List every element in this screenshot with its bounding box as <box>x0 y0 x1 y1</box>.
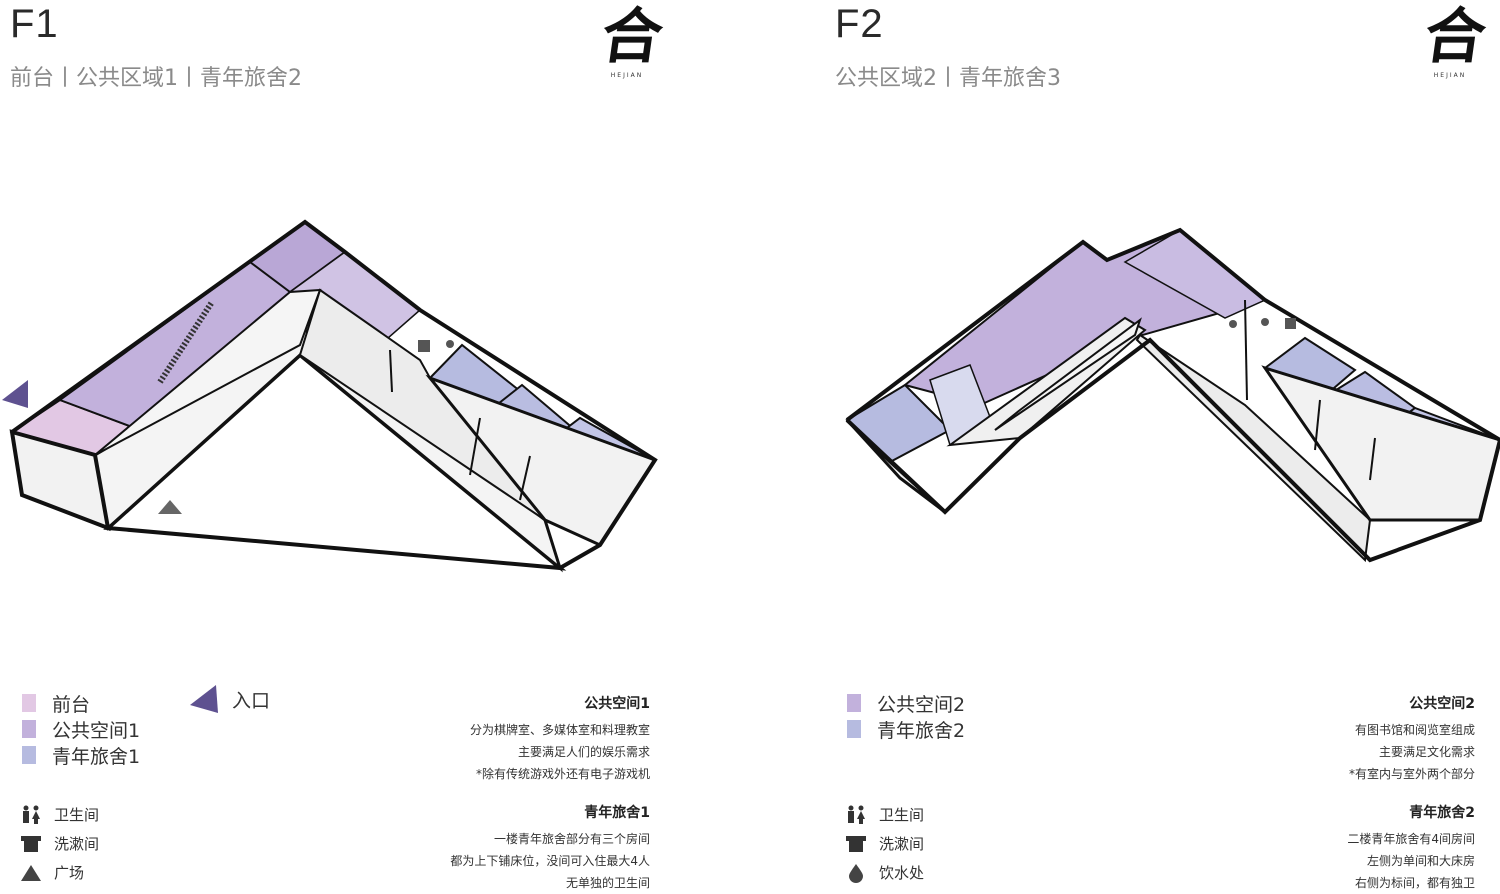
icon-legend-label: 卫生间 <box>54 806 100 824</box>
icon-legend-label: 洗漱间 <box>879 835 925 853</box>
desc-line: 主要满足文化需求 <box>1378 745 1475 759</box>
desc-title: 公共空间1 <box>584 696 650 712</box>
corridor-floor <box>946 316 1147 447</box>
washroom-icon <box>845 834 867 854</box>
icon-legend-label: 洗漱间 <box>54 835 100 853</box>
legend-label: 前台 <box>52 693 91 716</box>
entrance-label: 入口 <box>232 689 271 712</box>
plaza-icon <box>20 863 42 883</box>
legend-swatch <box>22 694 36 712</box>
washroom-marker <box>1285 318 1296 329</box>
outer-outline <box>845 227 1500 563</box>
washroom-marker <box>418 340 430 352</box>
restroom-marker <box>446 340 454 348</box>
floor-2-isometric-diagram <box>845 227 1500 563</box>
washroom-icon <box>20 834 42 854</box>
desc-line: 有图书馆和阅览室组成 <box>1354 723 1475 737</box>
floor-2-description-public: 公共空间2 有图书馆和阅览室组成 主要满足文化需求 *有室内与室外两个部分 <box>1349 693 1475 785</box>
water-marker <box>1229 320 1237 328</box>
logo-text: HEJIAN <box>1433 72 1467 79</box>
desc-line: *有室内与室外两个部分 <box>1348 767 1475 781</box>
legend-label: 公共空间2 <box>877 693 966 716</box>
legend-swatch <box>847 694 861 712</box>
legend-item: 公共空间2 <box>847 690 965 716</box>
logo-text: HEJIAN <box>610 72 644 79</box>
entrance-icon <box>190 685 218 713</box>
icon-legend-label: 广场 <box>54 864 85 882</box>
legend-label: 青年旅舍1 <box>52 745 141 768</box>
desc-line: 无单独的卫生间 <box>565 876 650 890</box>
desc-line: 右侧为标间，都有独卫 <box>1354 876 1475 890</box>
icon-legend-item: 卫生间 <box>20 800 99 829</box>
desc-title: 青年旅舍2 <box>1409 805 1475 821</box>
desc-title: 青年旅舍1 <box>584 805 650 821</box>
floor-2-subtitle: 公共区域2丨青年旅舍3 <box>835 66 1061 91</box>
icon-legend-label: 饮水处 <box>879 864 925 882</box>
brand-logo: 合 HEJIAN <box>597 2 667 79</box>
floor-2-color-legend: 公共空间2 青年旅舍2 <box>847 690 965 742</box>
desc-title: 公共空间2 <box>1409 696 1475 712</box>
icon-legend-label: 卫生间 <box>879 806 925 824</box>
legend-swatch <box>847 720 861 738</box>
legend-label: 青年旅舍2 <box>877 719 966 742</box>
inner-wall-left <box>994 317 1142 431</box>
floor-2-title: F2 <box>835 2 884 46</box>
floor-2-icon-legend: 卫生间 洗漱间 饮水处 <box>845 800 924 887</box>
brand-logo: 合 HEJIAN <box>1420 2 1490 79</box>
entrance-legend: 入口 <box>190 685 270 713</box>
floor-1-subtitle: 前台丨公共区域1丨青年旅舍2 <box>10 66 302 91</box>
icon-legend-item: 广场 <box>20 858 99 887</box>
icon-legend-item: 洗漱间 <box>845 829 924 858</box>
restroom-marker <box>1261 318 1269 326</box>
entrance-marker-icon <box>2 380 28 408</box>
restroom-icon <box>845 805 867 825</box>
floor-1-isometric-diagram <box>2 219 658 573</box>
desc-line: 一楼青年旅舍部分有三个房间 <box>493 832 650 846</box>
floor-2-description-hostel: 青年旅舍2 二楼青年旅舍有4间房间 左侧为单间和大床房 右侧为标间，都有独卫 <box>1347 802 1475 894</box>
floor-1-color-legend: 前台 公共空间1 青年旅舍1 <box>22 690 140 768</box>
icon-legend-item: 卫生间 <box>845 800 924 829</box>
desc-line: 都为上下铺床位，没间可入住最大4人 <box>450 854 650 868</box>
plaza-marker-icon <box>158 500 182 514</box>
floor-1-description-hostel: 青年旅舍1 一楼青年旅舍部分有三个房间 都为上下铺床位，没间可入住最大4人 无单… <box>450 802 650 894</box>
desc-line: 主要满足人们的娱乐需求 <box>517 745 650 759</box>
floor-1-title: F1 <box>10 2 59 46</box>
outer-outline <box>10 219 658 570</box>
legend-item: 公共空间1 <box>22 716 140 742</box>
desc-line: *除有传统游戏外还有电子游戏机 <box>475 767 650 781</box>
desc-line: 分为棋牌室、多媒体室和料理教室 <box>469 723 650 737</box>
desc-line: 左侧为单间和大床房 <box>1366 854 1475 868</box>
restroom-icon <box>20 805 42 825</box>
legend-label: 公共空间1 <box>52 719 141 742</box>
legend-item: 青年旅舍1 <box>22 742 140 768</box>
desc-line: 二楼青年旅舍有4间房间 <box>1347 832 1475 846</box>
legend-swatch <box>22 746 36 764</box>
water-drop-icon <box>845 863 867 883</box>
floor-1-icon-legend: 卫生间 洗漱间 广场 <box>20 800 99 887</box>
front-wall-left <box>9 429 111 532</box>
legend-item: 青年旅舍2 <box>847 716 965 742</box>
icon-legend-item: 饮水处 <box>845 858 924 887</box>
legend-swatch <box>22 720 36 738</box>
legend-item: 前台 <box>22 690 140 716</box>
floor-1-description-public: 公共空间1 分为棋牌室、多媒体室和料理教室 主要满足人们的娱乐需求 *除有传统游… <box>470 693 650 785</box>
floor-1-panel: F1 前台丨公共区域1丨青年旅舍2 合 HEJIAN <box>0 0 750 890</box>
floor-2-panel: F2 公共区域2丨青年旅舍3 合 HEJIAN <box>825 0 1500 890</box>
icon-legend-item: 洗漱间 <box>20 829 99 858</box>
